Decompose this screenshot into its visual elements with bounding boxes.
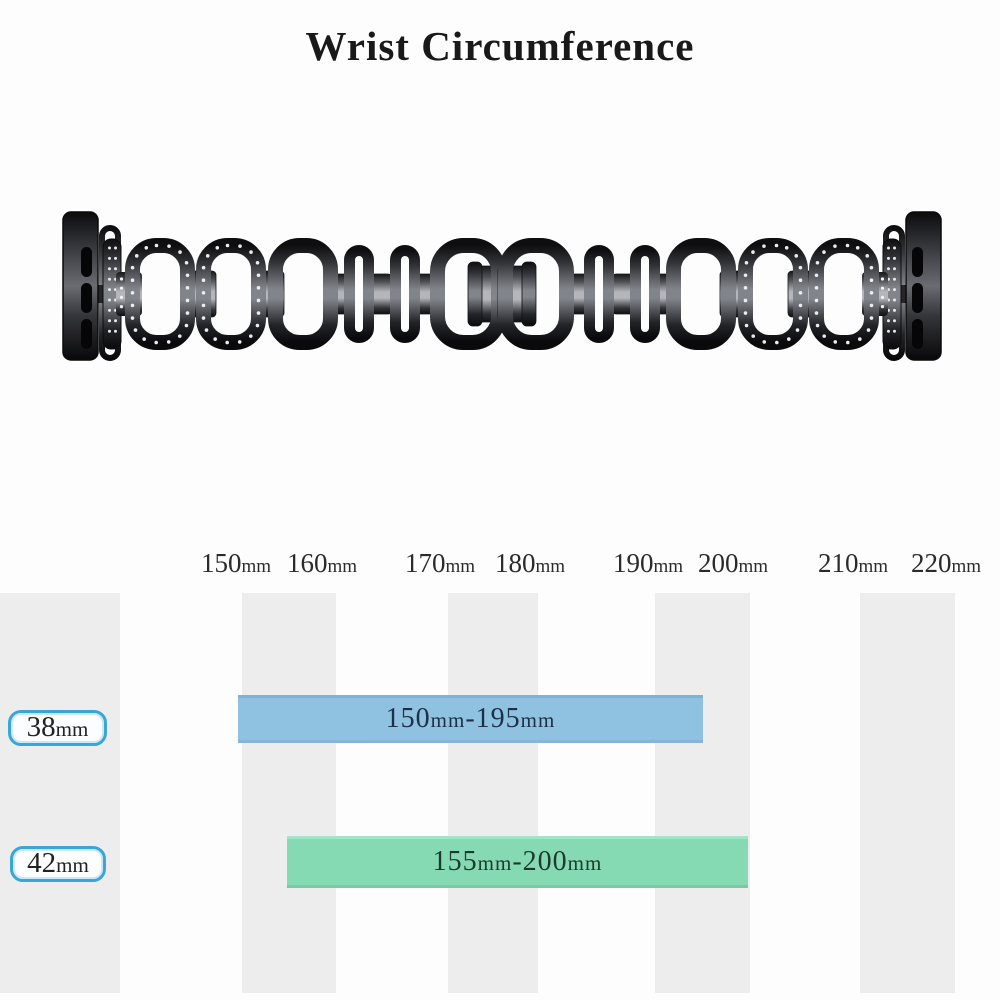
chart-stripe — [860, 593, 955, 993]
watch-band-image — [62, 195, 1000, 385]
axis-tick-170mm: 170mm — [404, 548, 476, 578]
axis-tick-180mm: 180mm — [494, 548, 566, 578]
narrow-oval-link — [390, 245, 420, 343]
band-adapter-icon — [62, 211, 121, 361]
row-label-42mm: 42mm — [10, 846, 106, 882]
axis-tick-210mm: 210mm — [817, 548, 889, 578]
plain-link — [268, 238, 338, 350]
chart-stripe — [448, 593, 538, 993]
band-left-half — [62, 211, 507, 361]
range-bar-42mm: 155mm-200mm — [287, 836, 748, 888]
crystal-link — [125, 238, 195, 350]
axis-tick-160mm: 160mm — [286, 548, 358, 578]
chart-stripe — [655, 593, 750, 993]
chart-stripe — [242, 593, 336, 993]
crystal-link — [196, 238, 266, 350]
row-label-38mm: 38mm — [8, 710, 107, 746]
page-title: Wrist Circumference — [305, 23, 695, 69]
narrow-oval-link — [344, 245, 374, 343]
range-bar-38mm: 150mm-195mm — [238, 695, 703, 743]
axis-tick-200mm: 200mm — [697, 548, 769, 578]
chart-stripe — [0, 593, 120, 993]
axis-tick-150mm: 150mm — [200, 548, 272, 578]
band-right-half — [498, 212, 941, 360]
axis-tick-220mm: 220mm — [910, 548, 982, 578]
axis-tick-190mm: 190mm — [612, 548, 684, 578]
